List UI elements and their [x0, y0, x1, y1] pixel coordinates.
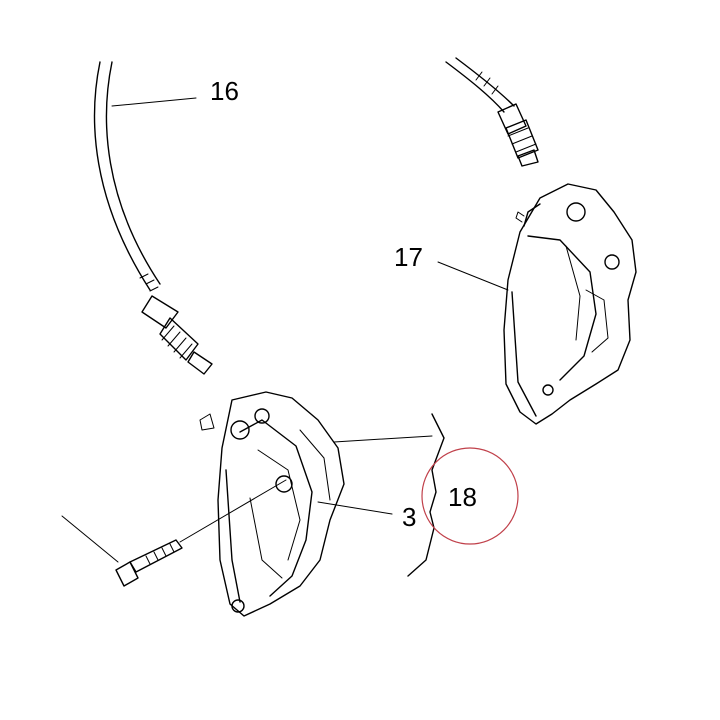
callout-17: 17 [394, 242, 423, 272]
mounting-bolt [61, 479, 287, 587]
leader-16 [111, 97, 197, 107]
hose-fitting-left [141, 295, 213, 375]
brake-caliper-left [199, 391, 345, 617]
callout-16: 16 [210, 76, 239, 106]
callout-18: 18 [448, 482, 477, 512]
bracket-brace [407, 413, 445, 577]
callout-3: 3 [402, 502, 416, 532]
brake-caliper-right [503, 183, 637, 425]
brake-hose-right [445, 57, 539, 167]
brake-hose-left [93, 61, 213, 375]
highlight-circle [421, 447, 519, 545]
hose-fitting-right [497, 103, 539, 167]
leader-3 [317, 501, 393, 515]
leader-17 [437, 261, 509, 291]
leader-18-top [333, 435, 433, 443]
